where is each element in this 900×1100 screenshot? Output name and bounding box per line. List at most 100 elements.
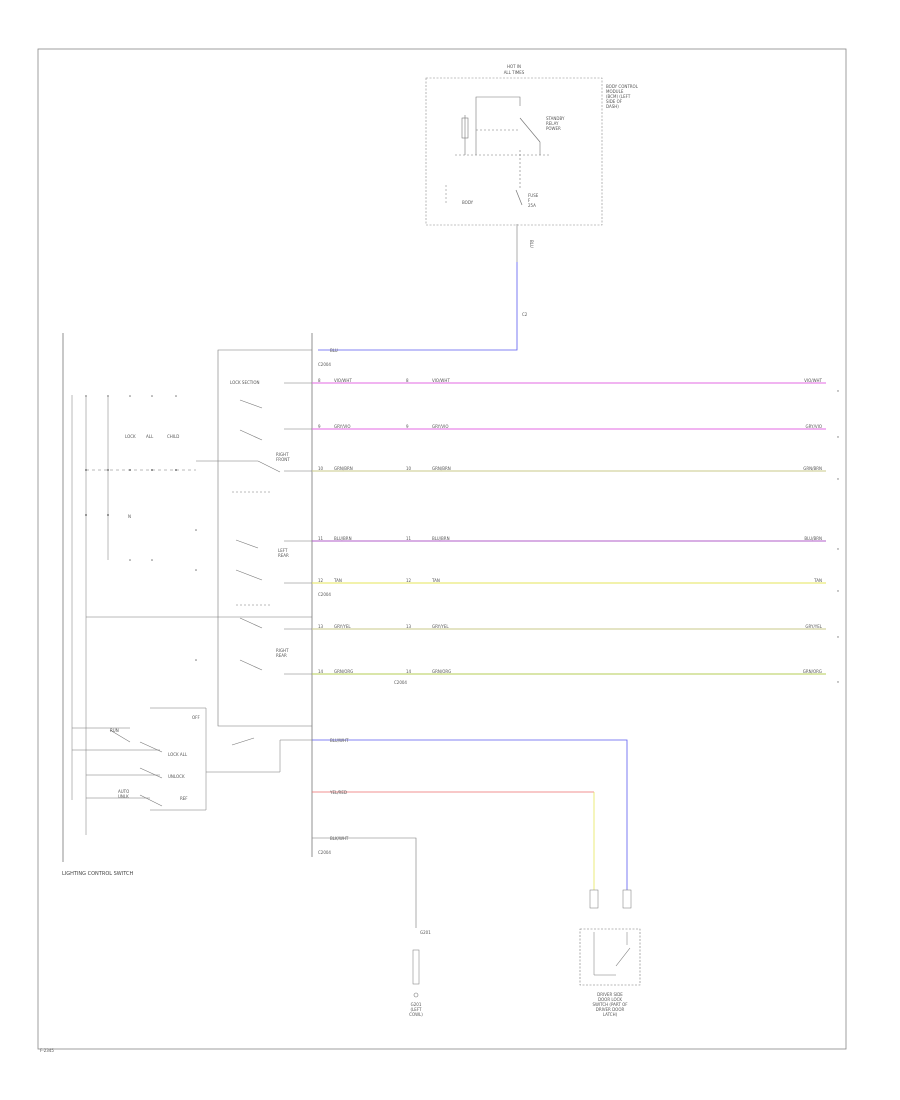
harness-wire-inline-pin: 12 xyxy=(406,578,412,583)
red-wire-label: YEL/RED xyxy=(329,790,347,795)
connector-label-mid: C2004 xyxy=(318,592,331,597)
lr-label-1: LEFT xyxy=(278,548,288,553)
harness-wire-2: 9 GRY/VIO 9 GRY/VIO GRY/VIO xyxy=(284,424,839,438)
sub-switch-off: OFF xyxy=(192,715,200,720)
relay-inner-label: BODY xyxy=(462,200,474,205)
harness-wire-inline-pin: 9 xyxy=(406,424,409,429)
sub-switch-run: RUN xyxy=(110,728,119,733)
power-wire-blue xyxy=(318,262,518,351)
door-switch-label-1: DRIVER SIDE xyxy=(597,992,623,997)
door-switch-internal xyxy=(593,932,616,976)
rf-label-2: FRONT xyxy=(276,457,290,462)
main-connector: C2004 C2004 C2004 xyxy=(311,333,407,857)
harness-wire-inline-label: TAN xyxy=(431,578,440,583)
harness-wire-pin: 10 xyxy=(318,466,324,471)
diagram-frame xyxy=(37,48,847,1050)
ground-label-2: (LEFT xyxy=(411,1007,423,1012)
lock-contact-2 xyxy=(239,429,263,441)
harness-wire-label: GRN/BRN xyxy=(334,466,353,471)
sub-switch-contact-3 xyxy=(139,767,163,779)
ground-wire-label: BLK/WHT xyxy=(330,836,349,841)
harness-wire-pin: 11 xyxy=(318,536,324,541)
module-label-5: DASH) xyxy=(606,104,619,109)
harness-wire-end-label: GRY/YEL xyxy=(805,624,822,629)
harness-wire-inline-label: GRY/VIO xyxy=(432,424,448,429)
harness-wire-terminal xyxy=(837,590,839,592)
rr-contact-2 xyxy=(239,659,263,671)
harness-wire-terminal xyxy=(837,390,839,392)
sub-switch-output-contact xyxy=(231,737,255,746)
connector-label-top: C2004 xyxy=(318,362,331,367)
fuse-label-3: 25A xyxy=(528,203,536,208)
sub-switch-contact-1 xyxy=(109,729,131,743)
harness-wire-label: GRY/VIO xyxy=(334,424,350,429)
ground-code: G201 xyxy=(420,930,431,935)
ground-label-3: COWL) xyxy=(409,1012,423,1017)
door-switch-label-3: SWITCH (PART OF xyxy=(592,1002,628,1007)
door-switch-contact xyxy=(615,947,631,967)
harness-wire-end-label: VIO/WHT xyxy=(804,378,822,383)
harness-wire-end-label: BLU/BRN xyxy=(804,536,822,541)
harness-wire-label: GRY/YEL xyxy=(334,624,351,629)
lr-contact-2 xyxy=(235,569,263,581)
ground-terminal xyxy=(413,992,419,998)
switch-assembly-label: LIGHTING CONTROL SWITCH xyxy=(62,871,133,877)
harness-wire-inline-label: GRN/BRN xyxy=(432,466,451,471)
switch-pos-lock: LOCK xyxy=(125,434,136,439)
harness-wire-pin: 14 xyxy=(318,669,324,674)
power-wire-tag: BLU xyxy=(330,348,338,353)
fuse-element xyxy=(515,189,523,206)
harness-wire-end-label: GRN/ORG xyxy=(803,669,822,674)
relay-box: HOT IN ALL TIMES BODY CONTROL MODULE (BC… xyxy=(425,64,639,226)
harness-wire-label: GRN/ORG xyxy=(334,669,353,674)
door-switch-lead-right xyxy=(622,889,632,909)
harness-wire-end-label: GRY/VIO xyxy=(806,424,822,429)
harness-wire-end-label: GRN/BRN xyxy=(803,466,822,471)
harness-wire-end-label: TAN xyxy=(813,578,822,583)
relay-label-2: RELAY xyxy=(546,121,559,126)
lock-section-label: LOCK SECTION xyxy=(230,380,260,385)
door-switch-label-4: DRIVER DOOR xyxy=(596,1007,625,1012)
sub-switch-output xyxy=(206,739,312,773)
power-wire-color-label: BLU xyxy=(529,240,534,248)
harness-wire-terminal xyxy=(837,636,839,638)
relay-box-outline xyxy=(425,77,603,226)
lr-label-2: REAR xyxy=(278,553,289,558)
rr-label-2: REAR xyxy=(276,653,287,658)
ground-wire-connector: C2004 xyxy=(318,850,331,855)
door-switch-lead-left xyxy=(589,889,599,909)
rf-label-1: RIGHT xyxy=(276,452,289,457)
module-label-3: (BCM) (LEFT xyxy=(606,94,631,99)
harness-wire-inline-pin: 13 xyxy=(406,624,412,629)
blue-white-wire xyxy=(312,739,628,890)
harness-wire-label: BLU/BRN xyxy=(334,536,352,541)
harness-wire-pin: 13 xyxy=(318,624,324,629)
harness-wire-inline-label: BLU/BRN xyxy=(432,536,450,541)
ground-symbol: G201 G201 (LEFT COWL) xyxy=(409,930,431,1017)
relay-box-title-1: HOT IN xyxy=(507,64,521,69)
harness-wire-pin: 9 xyxy=(318,424,321,429)
harness-wire-label: VIO/WHT xyxy=(334,378,352,383)
lock-contact-1 xyxy=(239,399,263,409)
relay-label-1: STANDBY xyxy=(546,116,565,121)
harness-wire-terminal xyxy=(837,436,839,438)
switch-pos-all: ALL xyxy=(146,434,154,439)
door-switch-box xyxy=(579,928,641,986)
fuse-label-2: F xyxy=(528,198,531,203)
harness-wire-inline-pin: 14 xyxy=(406,669,412,674)
harness-wire-inline-pin: 8 xyxy=(406,378,409,383)
ground-label-1: G201 xyxy=(411,1002,422,1007)
lr-contact-1 xyxy=(235,539,259,549)
rr-contact-1 xyxy=(239,617,263,629)
power-wire-circuit: C2 xyxy=(522,312,528,317)
door-switch-label-2: DOOR LOCK xyxy=(598,997,622,1002)
sub-switch-contact-4 xyxy=(139,794,163,807)
switch-assembly: LOCK ALL CHILD N LOCK SECTION RIGHT FRON… xyxy=(62,333,312,877)
sub-switch-contact-2 xyxy=(139,741,163,753)
harness-wire-pin: 12 xyxy=(318,578,324,583)
